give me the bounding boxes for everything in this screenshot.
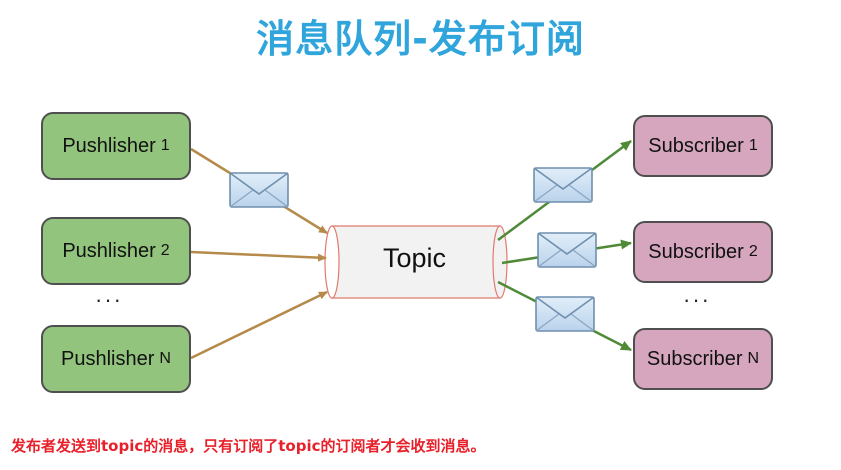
topic-label: Topic — [382, 243, 447, 273]
subscriber-2-suffix: 2 — [748, 243, 758, 260]
envelope-icon — [229, 172, 289, 208]
publish-arrow-2 — [190, 250, 327, 262]
publisher-2-suffix: 2 — [160, 242, 170, 259]
envelope-icon — [533, 167, 593, 203]
caption-note: 发布者发送到topic的消息，只有订阅了topic的订阅者才会收到消息。 — [11, 437, 486, 455]
publisher-2-label: Pushlisher — [62, 239, 156, 262]
diagram-title: 消息队列-发布订阅 — [256, 17, 585, 61]
publish-arrow-n — [190, 290, 328, 360]
subscriber-n-label: Subscriber — [646, 347, 743, 370]
publisher-n-suffix: N — [159, 350, 171, 367]
publisher-1-suffix: 1 — [160, 137, 170, 154]
subscriber-ellipsis: ··· — [683, 287, 711, 312]
subscriber-1-suffix: 1 — [748, 137, 758, 154]
topic-cylinder — [324, 225, 508, 299]
envelope-icon — [535, 296, 595, 332]
publisher-n-label: Pushlisher — [61, 347, 155, 370]
publisher-1-label: Pushlisher — [62, 134, 156, 157]
publisher-ellipsis: ··· — [95, 287, 123, 312]
subscriber-2-label: Subscriber — [648, 240, 744, 263]
subscriber-n-suffix: N — [747, 350, 760, 367]
envelope-icon — [537, 232, 597, 268]
subscriber-1-label: Subscriber — [648, 134, 744, 157]
